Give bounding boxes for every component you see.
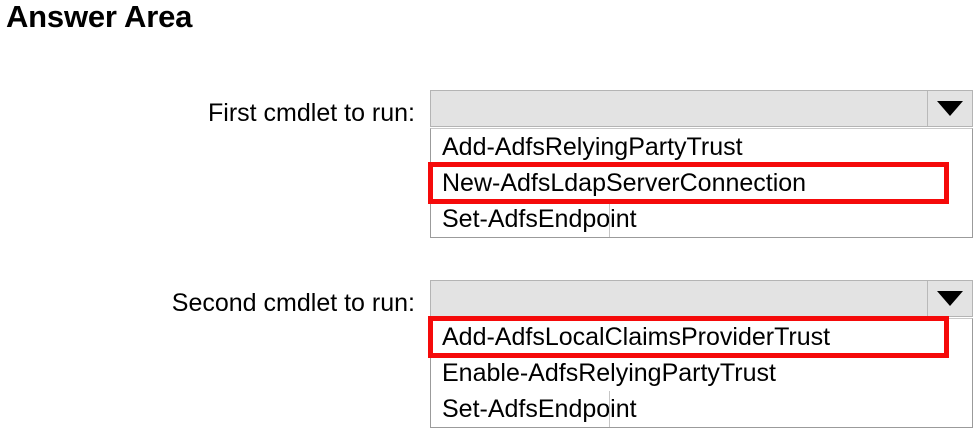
dropdown-option[interactable]: Set-AdfsEndpoint bbox=[431, 201, 972, 237]
dropdown-option[interactable]: Add-AdfsRelyingPartyTrust bbox=[431, 129, 972, 165]
dropdown-option[interactable]: Add-AdfsLocalClaimsProviderTrust bbox=[428, 316, 972, 358]
dropdown-option-label: New-AdfsLdapServerConnection bbox=[442, 169, 807, 197]
dropdown-option[interactable]: Set-AdfsEndpoint bbox=[431, 391, 972, 427]
dropdown-second-cmdlet[interactable] bbox=[430, 280, 973, 317]
field-label-first-cmdlet: First cmdlet to run: bbox=[208, 99, 415, 127]
dropdown-option-label: Add-AdfsLocalClaimsProviderTrust bbox=[442, 323, 831, 351]
dropdown-option[interactable]: Enable-AdfsRelyingPartyTrust bbox=[431, 355, 972, 391]
dropdown-first-cmdlet[interactable] bbox=[430, 90, 973, 127]
dropdown-option-label: Add-AdfsRelyingPartyTrust bbox=[442, 133, 743, 161]
dropdown-second-cmdlet-value[interactable] bbox=[431, 281, 928, 316]
dropdown-option[interactable]: New-AdfsLdapServerConnection bbox=[428, 162, 972, 204]
dropdown-first-cmdlet-value[interactable] bbox=[431, 91, 928, 126]
dropdown-first-cmdlet-options[interactable]: Add-AdfsRelyingPartyTrust New-AdfsLdapSe… bbox=[428, 128, 973, 238]
dropdown-option-label: Set-AdfsEndpoint bbox=[442, 205, 637, 233]
dropdown-option-label: Set-AdfsEndpoint bbox=[442, 395, 637, 423]
field-label-second-cmdlet: Second cmdlet to run: bbox=[171, 289, 415, 317]
dropdown-second-cmdlet-options[interactable]: Add-AdfsLocalClaimsProviderTrust Enable-… bbox=[428, 316, 973, 428]
chevron-down-icon[interactable] bbox=[928, 91, 972, 126]
dropdown-option-label: Enable-AdfsRelyingPartyTrust bbox=[442, 359, 776, 387]
chevron-down-icon[interactable] bbox=[928, 281, 972, 316]
page-title: Answer Area bbox=[6, 0, 193, 34]
